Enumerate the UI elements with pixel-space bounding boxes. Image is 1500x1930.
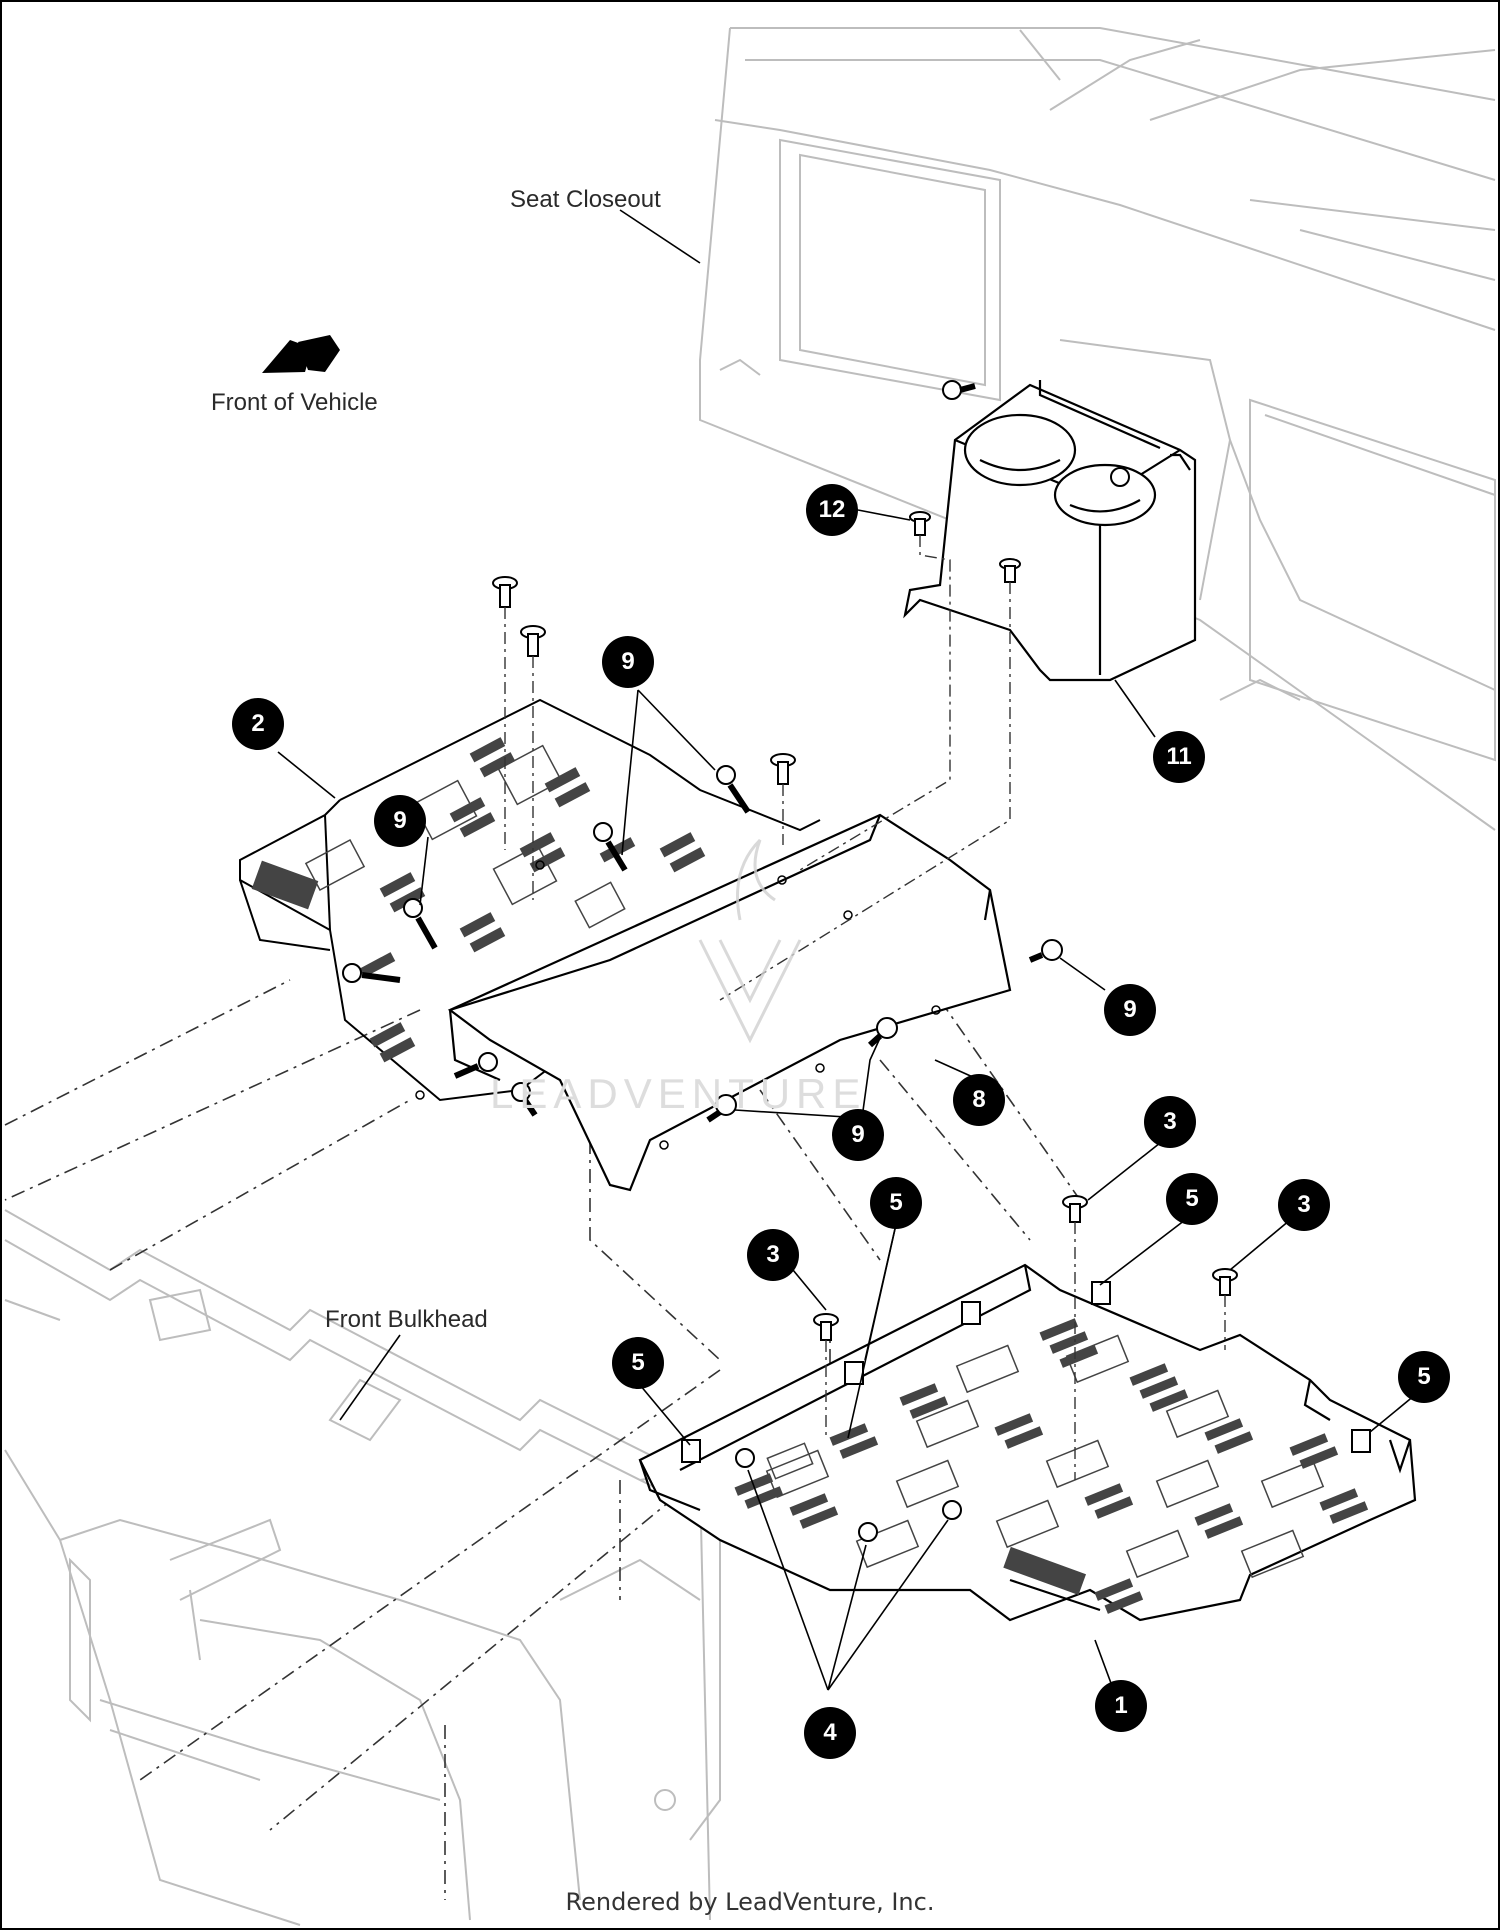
screw-8-c	[706, 1094, 737, 1123]
screw-side-2	[453, 1052, 498, 1079]
clip-5-e	[1351, 1429, 1371, 1453]
part-2-floor-mat	[239, 698, 821, 1102]
label-seat-closeout: Seat Closeout	[510, 186, 661, 213]
callout-4[interactable]: 4	[804, 1707, 856, 1759]
label-front-of-vehicle: Front of Vehicle	[211, 389, 378, 416]
callout-9-c[interactable]: 9	[1104, 984, 1156, 1036]
label-front-bulkhead: Front Bulkhead	[325, 1306, 488, 1333]
screw-diag-2	[593, 822, 628, 872]
callout-1[interactable]: 1	[1095, 1680, 1147, 1732]
callout-5-c[interactable]: 5	[612, 1337, 664, 1389]
callout-9-a[interactable]: 9	[602, 636, 654, 688]
part-1-mat-pads	[765, 1334, 1325, 1579]
callout-3-b[interactable]: 3	[1278, 1179, 1330, 1231]
callout-9-d[interactable]: 9	[832, 1109, 884, 1161]
screw-8-a	[1028, 939, 1063, 963]
seat-closeout-panel	[699, 27, 1496, 831]
screw-3-c	[1212, 1268, 1238, 1296]
callout-5-b[interactable]: 5	[1166, 1173, 1218, 1225]
screw-top-1	[492, 576, 518, 608]
screw-4-a	[735, 1448, 755, 1468]
part-2-mat-pads	[304, 744, 626, 929]
screw-diag-3	[403, 898, 438, 950]
part-8-holes	[415, 860, 941, 1150]
part-11-cup-holder	[903, 380, 1197, 682]
callout-2[interactable]: 2	[232, 698, 284, 750]
callout-5-d[interactable]: 5	[1398, 1351, 1450, 1403]
clip-5-d	[1091, 1281, 1111, 1305]
part-2-mat-hatching	[251, 737, 706, 1063]
screw-12	[909, 511, 931, 536]
screw-11-b	[1110, 467, 1130, 487]
screw-4-b	[858, 1522, 878, 1542]
watermark-logo	[698, 838, 802, 1044]
part-1-mat-hatching	[734, 1318, 1369, 1614]
fasteners	[342, 380, 1371, 1542]
callout-9-b[interactable]: 9	[374, 795, 426, 847]
callout-11[interactable]: 11	[1153, 731, 1205, 783]
watermark-text: LEADVENTURE	[490, 1070, 867, 1117]
callout-8[interactable]: 8	[953, 1074, 1005, 1126]
callout-3-c[interactable]: 3	[747, 1229, 799, 1281]
callout-3-a[interactable]: 3	[1144, 1096, 1196, 1148]
screw-top-3	[770, 753, 796, 785]
callout-12[interactable]: 12	[806, 484, 858, 536]
clip-5-a	[681, 1439, 701, 1463]
screw-4-c	[942, 1500, 962, 1520]
screw-top-2	[520, 625, 546, 657]
screw-diag-1	[716, 765, 751, 814]
screw-3-a	[813, 1313, 839, 1341]
callout-5-a[interactable]: 5	[870, 1177, 922, 1229]
front-of-vehicle-arrow-icon	[262, 335, 340, 373]
clip-5-c	[961, 1301, 981, 1325]
screw-side-3	[511, 1082, 538, 1117]
screw-3-b	[1062, 1195, 1088, 1223]
screw-8-b	[867, 1017, 898, 1048]
screw-side-1	[342, 963, 401, 983]
footer-credit: Rendered by LeadVenture, Inc.	[565, 1888, 935, 1916]
screw-11-a	[942, 380, 976, 400]
